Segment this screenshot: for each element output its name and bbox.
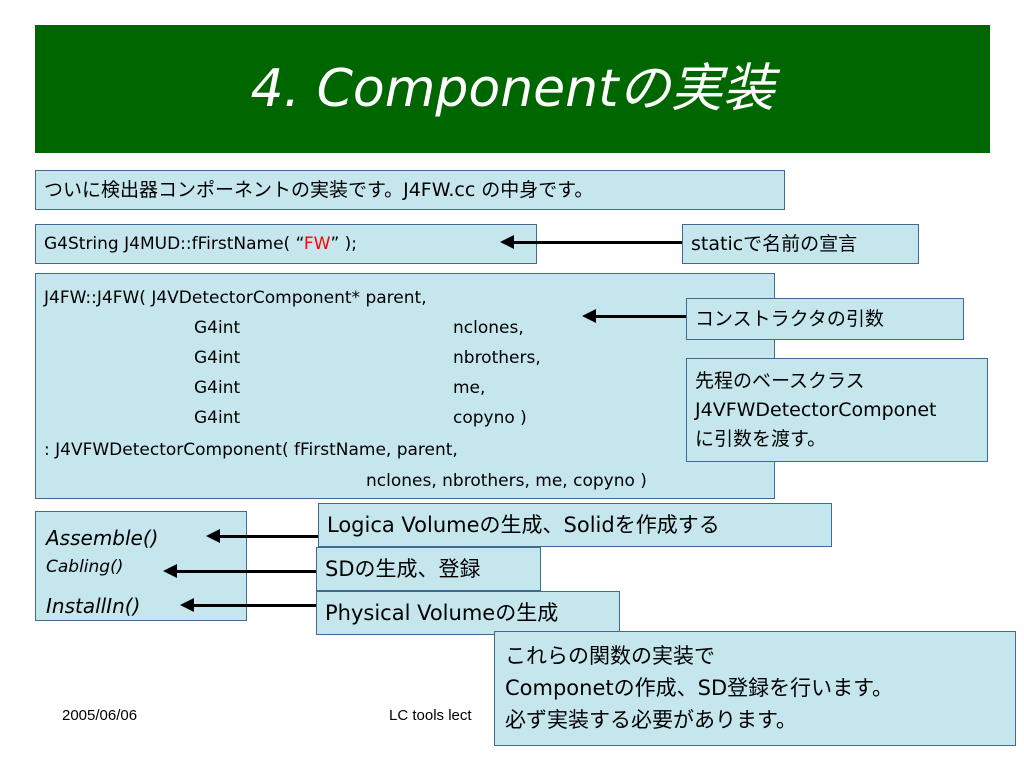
decl-prefix: G4String J4MUD::fFirstName( “ bbox=[44, 234, 304, 254]
intro-text: ついに検出器コンポーネントの実装です。J4FW.cc の中身です。 bbox=[44, 179, 594, 201]
decl-suffix: ” ); bbox=[330, 234, 358, 254]
summary-box: これらの関数の実装で Componetの作成、SD登録を行います。 必ず実装する… bbox=[494, 631, 1016, 746]
ctor-arg-3: me, bbox=[453, 378, 486, 398]
arrow-ctor bbox=[594, 315, 686, 318]
ctor-type-3: G4int bbox=[194, 378, 241, 398]
base-note-box: 先程のベースクラス J4VFWDetectorComponet に引数を渡す。 bbox=[686, 358, 988, 462]
assemble-note-box: Logica Volumeの生成、Solidを作成する bbox=[318, 503, 832, 547]
method-assemble: Assemble() bbox=[46, 526, 159, 550]
static-note-text: staticで名前の宣言 bbox=[691, 233, 858, 255]
arrow-cabling-head bbox=[163, 564, 177, 578]
installin-note-box: Physical Volumeの生成 bbox=[316, 591, 620, 635]
base-note-line-3: に引数を渡す。 bbox=[695, 428, 827, 450]
slide-title: 4. Componentの実装 bbox=[250, 59, 775, 119]
cabling-note-text: SDの生成、登録 bbox=[325, 557, 481, 581]
arrow-cabling bbox=[175, 570, 316, 573]
arrow-assemble-head bbox=[206, 529, 220, 543]
ctor-note-box: コンストラクタの引数 bbox=[686, 298, 964, 340]
arrow-installin-head bbox=[180, 598, 194, 612]
base-note-line-2: J4VFWDetectorComponet bbox=[695, 399, 937, 421]
base-note-line-1: 先程のベースクラス bbox=[695, 370, 865, 392]
summary-line-3: 必ず実装する必要があります。 bbox=[505, 708, 797, 732]
ctor-arg-2: nbrothers, bbox=[453, 348, 541, 368]
method-installin: InstallIn() bbox=[46, 594, 141, 618]
cabling-note-box: SDの生成、登録 bbox=[316, 547, 541, 591]
arrow-static bbox=[512, 241, 682, 244]
assemble-note-text: Logica Volumeの生成、Solidを作成する bbox=[327, 513, 720, 537]
arrow-assemble bbox=[218, 535, 318, 538]
footer-date: 2005/06/06 bbox=[62, 707, 138, 724]
ctor-init-line: : J4VFWDetectorComponent( fFirstName, pa… bbox=[44, 440, 458, 460]
installin-note-text: Physical Volumeの生成 bbox=[325, 601, 559, 625]
summary-line-2: Componetの作成、SD登録を行います。 bbox=[505, 676, 894, 700]
ctor-type-1: G4int bbox=[194, 318, 241, 338]
footer-center: LC tools lect bbox=[389, 707, 472, 724]
declaration-box: G4String J4MUD::fFirstName( “FW” ); bbox=[35, 224, 537, 264]
ctor-type-4: G4int bbox=[194, 408, 241, 428]
constructor-box: J4FW::J4FW( J4VDetectorComponent* parent… bbox=[35, 273, 775, 499]
ctor-note-text: コンストラクタの引数 bbox=[695, 308, 884, 330]
summary-line-1: これらの関数の実装で bbox=[505, 644, 715, 668]
ctor-type-2: G4int bbox=[194, 348, 241, 368]
ctor-line-1: J4FW::J4FW( J4VDetectorComponent* parent… bbox=[44, 288, 427, 308]
decl-highlight: FW bbox=[303, 234, 331, 254]
arrow-static-head bbox=[500, 235, 514, 249]
arrow-installin bbox=[192, 604, 316, 607]
method-cabling: Cabling() bbox=[46, 557, 124, 577]
title-bar bbox=[35, 25, 990, 153]
static-note-box: staticで名前の宣言 bbox=[682, 224, 919, 264]
intro-box: ついに検出器コンポーネントの実装です。J4FW.cc の中身です。 bbox=[35, 170, 785, 210]
arrow-ctor-head bbox=[582, 309, 596, 323]
ctor-arg-4: copyno ) bbox=[453, 408, 527, 428]
ctor-arg-1: nclones, bbox=[453, 318, 524, 338]
ctor-init-args: nclones, nbrothers, me, copyno ) bbox=[366, 471, 647, 491]
